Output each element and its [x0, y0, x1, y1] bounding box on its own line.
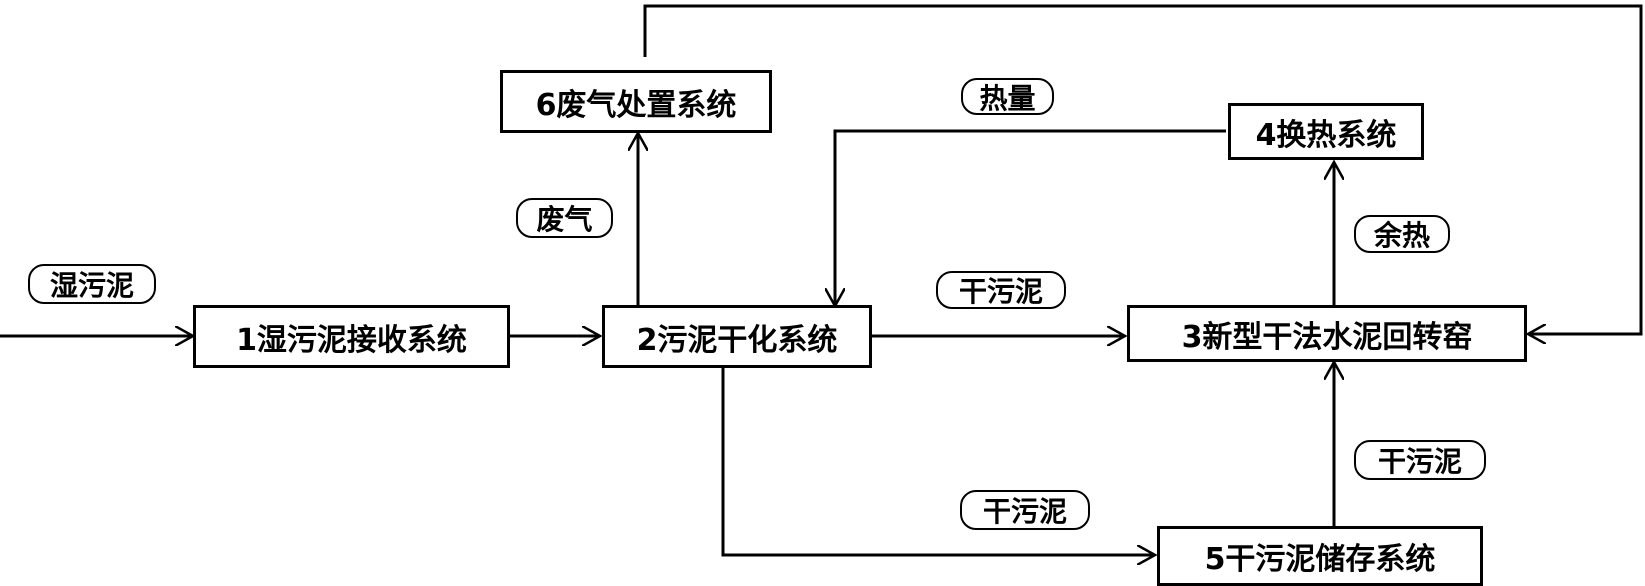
- label-waste-heat: 余热: [1354, 215, 1450, 253]
- node-dry-sludge-storage: 5干污泥储存系统: [1157, 526, 1483, 586]
- node-waste-gas-treatment: 6废气处置系统: [500, 70, 772, 133]
- label-dry-sludge-from-storage: 干污泥: [1354, 440, 1486, 480]
- node-heat-exchange: 4换热系统: [1228, 103, 1424, 160]
- node-wet-sludge-receiving: 1湿污泥接收系统: [193, 305, 510, 368]
- label-dry-sludge-to-kiln: 干污泥: [936, 271, 1066, 309]
- label-dry-sludge-to-storage: 干污泥: [960, 490, 1090, 530]
- edge-heat-to-drying: [835, 129, 1226, 306]
- label-wet-sludge: 湿污泥: [28, 264, 156, 304]
- edge-gas-treatment-to-kiln: [643, 4, 1643, 334]
- edge-drying-to-storage: [721, 368, 1155, 555]
- node-sludge-drying: 2污泥干化系统: [602, 305, 872, 368]
- label-heat: 热量: [961, 78, 1054, 115]
- label-waste-gas: 废气: [516, 198, 613, 238]
- node-cement-kiln: 3新型干法水泥回转窑: [1127, 305, 1527, 362]
